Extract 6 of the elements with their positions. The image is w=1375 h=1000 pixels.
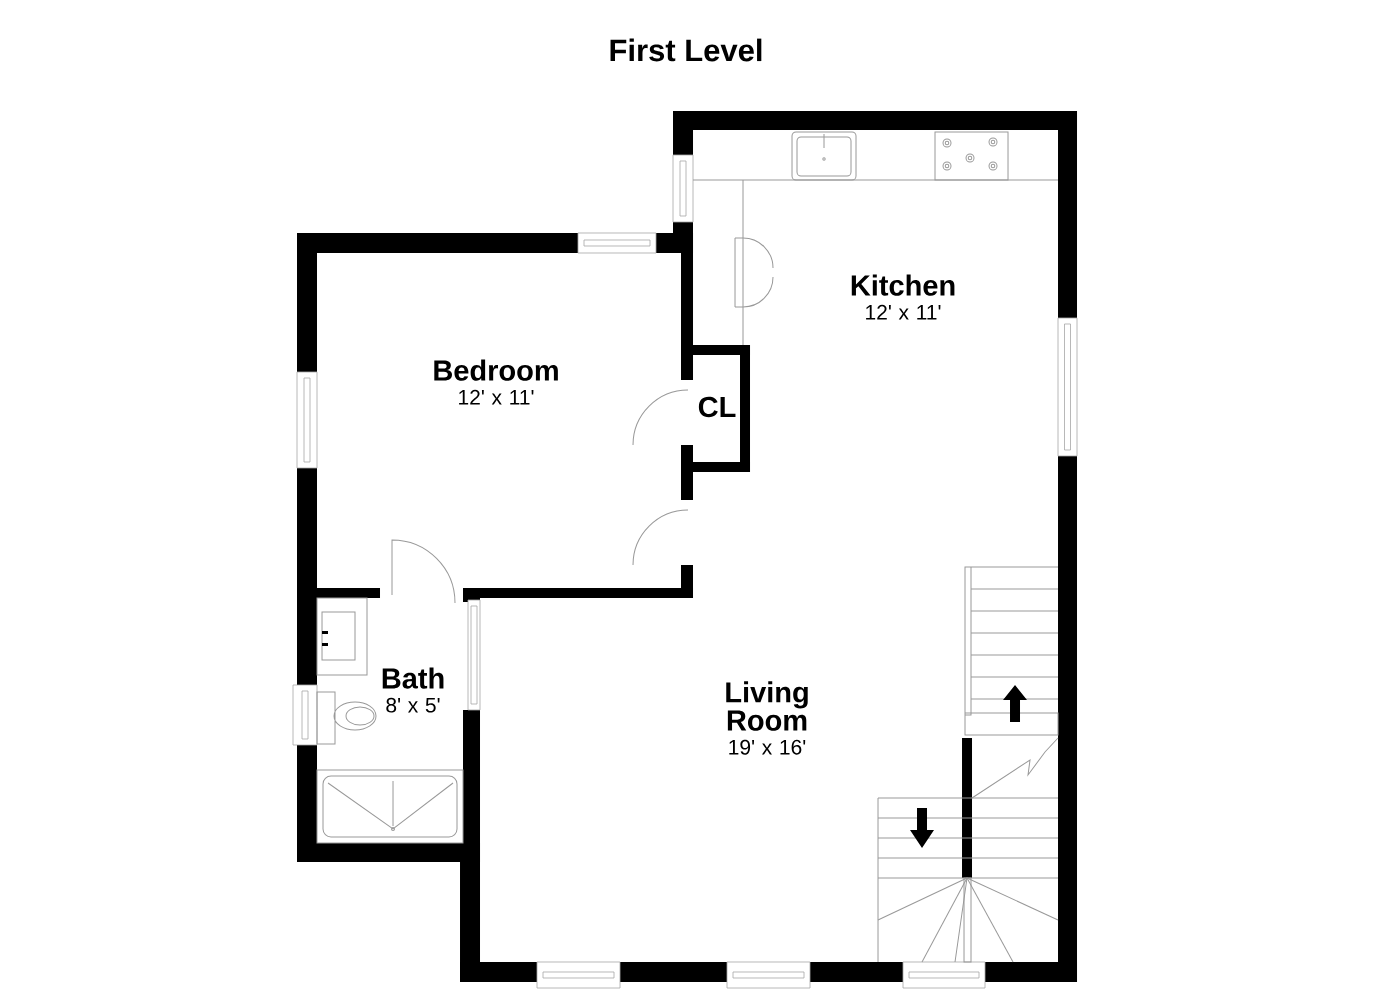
room-label: Bath 8' x 5' (382, 667, 444, 713)
room-label: Living Room 19' x 16' (726, 681, 808, 755)
title: First Level (610, 38, 762, 62)
room-label: Kitchen 12' x 11' (851, 274, 955, 320)
room-label: Bedroom 12' x 11' (434, 359, 558, 405)
room-label: CL (698, 396, 736, 418)
